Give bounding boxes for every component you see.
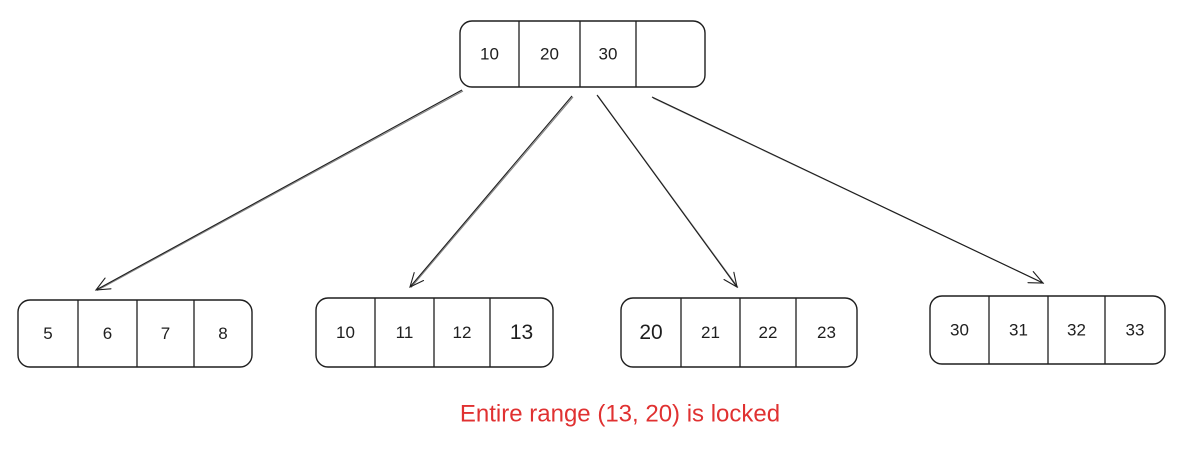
edge-to-leaf-2	[409, 95, 574, 289]
node-key: 7	[161, 324, 170, 343]
edge-to-leaf-1	[94, 89, 464, 291]
node-key: 33	[1126, 321, 1145, 340]
node-key: 31	[1009, 321, 1028, 340]
node-key: 22	[759, 323, 778, 342]
node-key: 21	[701, 323, 720, 342]
node-key: 10	[336, 323, 355, 342]
edge-to-leaf-3-head	[723, 271, 738, 289]
edge-to-leaf-1-line	[95, 89, 463, 291]
edges	[94, 89, 1045, 291]
nodes: 10 20 30 5 6 7 8 10 11 12 13 20 21 22 23 30 31 32 33	[17, 20, 1166, 368]
edge-to-leaf-3-line-sketch	[597, 95, 739, 288]
node-key: 23	[817, 323, 836, 342]
edge-to-leaf-3	[596, 94, 739, 289]
edge-to-leaf-4-head	[1027, 271, 1045, 284]
edge-to-leaf-4-line-sketch	[652, 97, 1045, 284]
leaf-node-2: 10 11 12 13	[315, 297, 554, 368]
leaf-node-3-box	[620, 297, 858, 368]
node-key: 12	[453, 323, 472, 342]
edge-to-leaf-2-line	[409, 95, 573, 288]
node-key: 20	[540, 45, 559, 64]
leaf-node-4: 30 31 32 33	[929, 295, 1166, 365]
edge-to-leaf-2-head	[409, 272, 425, 289]
leaf-node-1: 5 6 7 8	[17, 299, 253, 368]
edge-to-leaf-4	[651, 96, 1045, 284]
leaf-node-1-box	[17, 299, 253, 368]
root-node-box	[459, 20, 706, 88]
node-key: 32	[1067, 321, 1086, 340]
node-key: 10	[480, 45, 499, 64]
node-key: 30	[950, 321, 969, 340]
node-key: 5	[43, 324, 52, 343]
node-key: 6	[103, 324, 112, 343]
edge-to-leaf-1-line-sketch	[96, 90, 464, 291]
edge-to-leaf-1-head	[94, 277, 112, 291]
leaf-node-3: 20 21 22 23	[620, 297, 858, 368]
node-key: 11	[396, 323, 414, 342]
locked-key: 13	[510, 321, 533, 344]
locked-key: 20	[639, 321, 662, 344]
lock-range-caption: Entire range (13, 20) is locked	[460, 401, 780, 428]
node-key: 30	[599, 45, 618, 64]
edge-to-leaf-2-line-sketch	[410, 96, 574, 288]
root-node: 10 20 30	[459, 20, 706, 88]
node-key: 8	[218, 324, 227, 343]
